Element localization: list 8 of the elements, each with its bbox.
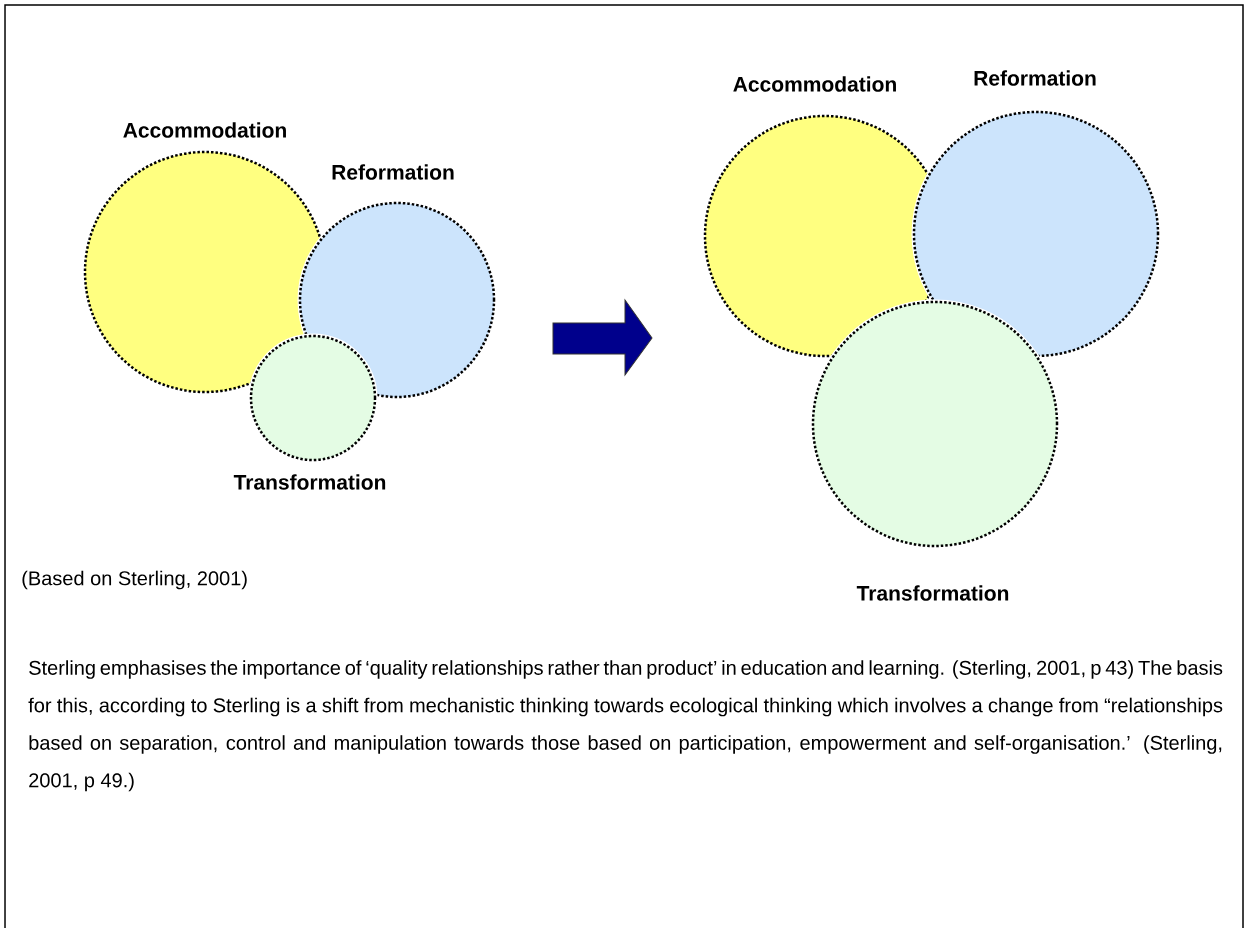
source-note: (Based on Sterling, 2001) — [22, 570, 247, 590]
circle-label: Reformation — [332, 164, 454, 180]
body-paragraph: Sterling emphasises the importance of ‘quality relationships rather than product’ in education and learning. (Sterling, 2001, p 43) The basis for this, according to Sterling is a shift from mechanistic thinking towards ecological thinking which involves a change from “relationships based on separation, control and manipulation towards those based on participation, empowerment and self-organisation.’ (Sterling, 2001, p 49.) — [28, 660, 1223, 792]
circle-label: Reformation — [974, 70, 1096, 86]
circle-label: Accommodation — [733, 76, 896, 92]
circle-label: Accommodation — [123, 122, 286, 138]
circle-label: Transformation — [856, 585, 1009, 601]
circle-label: Transformation — [233, 474, 386, 490]
